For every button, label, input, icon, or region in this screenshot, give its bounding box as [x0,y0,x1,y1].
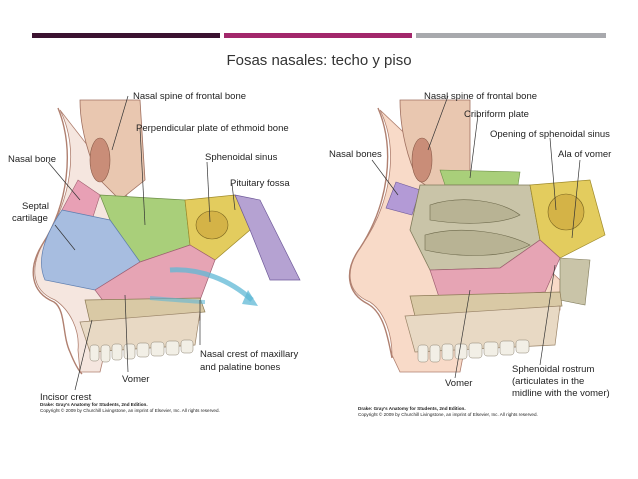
label-perpendicular-plate: Perpendicular plate of ethmoid bone [136,123,289,134]
label-nasal-bones: Nasal bones [329,149,382,160]
right-credit-line2: Copyright © 2009 by Churchill Livingston… [358,411,538,417]
right-sphenoidal-sinus [547,193,585,231]
label-ala-of-vomer: Ala of vomer [558,149,611,160]
label-pituitary-fossa: Pituitary fossa [230,178,290,189]
header-bar-magenta [224,33,412,38]
label-cribriform-plate: Cribriform plate [464,109,529,120]
right-cribriform-plate [439,169,521,186]
label-nasal-spine-right: Nasal spine of frontal bone [424,91,537,102]
right-face-profile [348,107,393,359]
label-nasal-crest-line1: Nasal crest of maxillary [200,349,298,360]
left-airflow-arrow-2 [149,296,206,304]
right-credit-line1: Drake: Gray's Anatomy for Students, 2nd … [358,406,466,411]
slide-title: Fosas nasales: techo y piso [226,52,412,69]
label-opening-sphenoidal: Opening of sphenoidal sinus [490,129,610,140]
right-nasal-lateral-wall-figure: Nasal spine of frontal bone Cribriform p… [329,91,611,417]
label-vomer-left: Vomer [122,374,149,385]
right-hard-palate [409,291,563,317]
label-septal-line1: Septal [22,201,49,212]
header-bar-gray [416,33,606,38]
right-pterygoid [559,257,591,306]
label-nasal-spine-left: Nasal spine of frontal bone [133,91,246,102]
label-incisor-crest: Incisor crest [40,392,92,403]
left-face-profile [32,107,83,375]
left-airflow-arrow-1 [169,267,254,302]
label-nasal-bone: Nasal bone [8,154,56,165]
left-frontal-sinus [89,137,111,183]
left-nasal-septum-figure: Nasal spine of frontal bone Perpendicula… [8,91,301,413]
label-sphenoidal-rostrum-3: midline with the vomer) [512,388,610,399]
right-turbinate-2 [424,230,531,256]
right-teeth [417,339,530,363]
label-sphenoidal-sinus-left: Sphenoidal sinus [205,152,278,163]
label-sphenoidal-rostrum-1: Sphenoidal rostrum [512,364,594,375]
left-credit-line1: Drake: Gray's Anatomy for Students, 2nd … [40,402,148,407]
label-sphenoidal-rostrum-2: (articulates in the [512,376,584,387]
left-teeth [89,339,194,363]
right-turbinate-1 [429,199,521,224]
label-septal-line2: cartilage [12,213,48,224]
left-sphenoidal-sinus [195,210,229,240]
left-credit-line2: Copyright © 2009 by Churchill Livingston… [40,407,220,413]
left-clivus [234,194,301,281]
label-nasal-crest-line2: and palatine bones [200,362,281,373]
header-bar-dark [32,33,220,38]
right-frontal-sinus [411,137,433,183]
label-vomer-right: Vomer [445,378,472,389]
